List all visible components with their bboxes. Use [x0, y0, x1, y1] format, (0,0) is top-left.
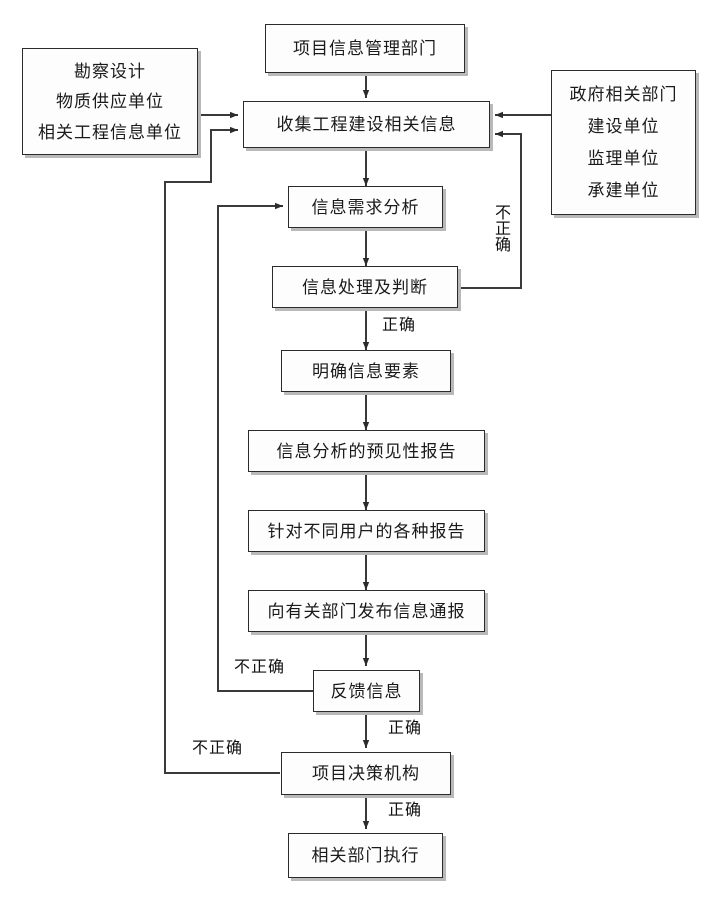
dept-execute-label: 相关部门执行 [311, 846, 420, 865]
node-dept-execute[interactable]: 相关部门执行 [288, 833, 443, 878]
node-predictive-report[interactable]: 信息分析的预见性报告 [248, 430, 485, 472]
node-feedback-info[interactable]: 反馈信息 [313, 670, 420, 712]
user-reports-label: 针对不同用户的各种报告 [267, 521, 466, 541]
edge-judge-incorrect-loop [458, 130, 522, 289]
process-judge-label: 信息处理及判断 [302, 277, 428, 297]
node-decision-body[interactable]: 项目决策机构 [281, 752, 451, 795]
publish-bulletin-label: 向有关部门发布信息通报 [267, 601, 466, 621]
info-mgmt-dept-label: 项目信息管理部门 [293, 39, 437, 58]
edge-label-incorrect-judge: 不正确 [492, 204, 509, 252]
edge-label-incorrect-decision: 不正确 [192, 740, 244, 757]
edge-label-incorrect-feedback: 不正确 [234, 659, 286, 676]
feedback-info-label: 反馈信息 [330, 681, 403, 701]
node-sources-right[interactable]: 政府相关部门 建设单位 监理单位 承建单位 [551, 70, 696, 215]
sources-left-line-2: 物质供应单位 [56, 92, 164, 111]
sources-left-line-3: 相关工程信息单位 [38, 122, 182, 142]
sources-right-line-3: 监理单位 [587, 149, 660, 168]
sources-left-line-1: 勘察设计 [74, 61, 146, 81]
node-collect-info[interactable]: 收集工程建设相关信息 [243, 101, 490, 148]
decision-body-label: 项目决策机构 [312, 764, 420, 783]
edge-label-correct-decision: 正确 [388, 802, 423, 819]
node-user-reports[interactable]: 针对不同用户的各种报告 [248, 510, 485, 552]
sources-right-line-2: 建设单位 [587, 117, 660, 136]
node-clarify-elements[interactable]: 明确信息要素 [281, 350, 451, 392]
edge-label-correct-judge: 正确 [382, 317, 417, 334]
demand-analysis-label: 信息需求分析 [311, 197, 420, 217]
node-demand-analysis[interactable]: 信息需求分析 [288, 186, 443, 228]
collect-info-label: 收集工程建设相关信息 [276, 115, 457, 134]
node-info-mgmt-dept[interactable]: 项目信息管理部门 [265, 24, 465, 73]
node-sources-left[interactable]: 勘察设计 物质供应单位 相关工程信息单位 [22, 48, 198, 155]
clarify-elements-label: 明确信息要素 [312, 361, 420, 381]
node-publish-bulletin[interactable]: 向有关部门发布信息通报 [248, 590, 485, 632]
sources-right-line-1: 政府相关部门 [569, 85, 678, 104]
edge-label-correct-feedback: 正确 [388, 720, 423, 737]
sources-right-line-4: 承建单位 [587, 181, 660, 200]
predictive-report-label: 信息分析的预见性报告 [276, 441, 457, 461]
node-process-judge[interactable]: 信息处理及判断 [272, 266, 458, 308]
